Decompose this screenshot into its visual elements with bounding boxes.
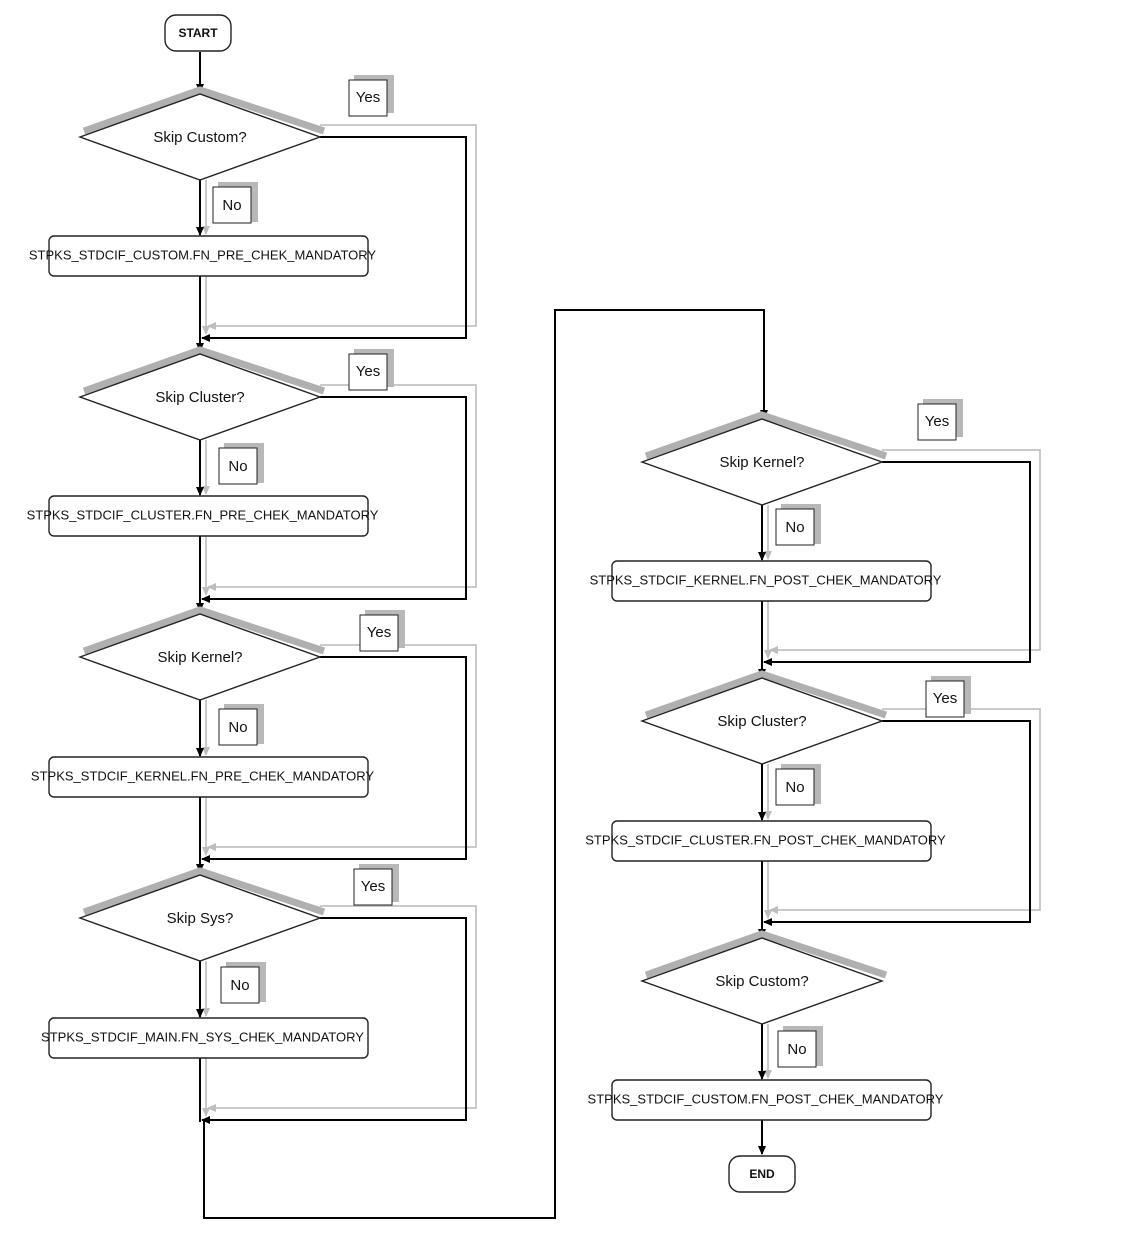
no-label-box-1 [218,447,258,485]
decision-diamond-3 [77,874,323,962]
yes-bypass-1 [201,396,467,603]
yes-bypass-5 [763,720,1031,926]
process-box-2 [48,756,369,798]
yes-label-5: Yes [933,690,957,707]
yes-label-4: Yes [925,413,949,430]
decision-shadow-4 [644,411,888,460]
shapes: START END Skip Custom? STPKS_STDCIF_CUSTOM.… [27,14,971,1193]
decision-shadow-0 [82,86,326,135]
yes-label-box-0 [348,79,388,117]
ghost-yes-line-4 [769,449,1041,654]
yes-bypass-2 [201,656,467,863]
decision-label-6: Skip Custom? [715,973,808,990]
yes-bypass-4 [763,461,1031,666]
decision-diamond-5 [639,677,885,765]
decision-shadow-5 [644,670,888,719]
decision-label-2: Skip Kernel? [157,649,242,666]
start-terminal-shape [164,14,232,52]
decision-shadow-1 [82,346,326,395]
column-transfer-line [203,309,768,1219]
decision-diamond-0 [77,93,323,181]
no-label-box-0 [212,186,252,224]
end-terminal-shape [728,1155,796,1193]
yes-label-3: Yes [361,878,385,895]
no-label-1: No [228,458,247,475]
no-label-box-6 [777,1030,817,1068]
decision-label-1: Skip Cluster? [155,389,244,406]
process-box-1 [48,495,369,537]
process-label-4: STPKS_STDCIF_KERNEL.FN_POST_CHEK_MANDATO… [590,572,942,587]
process-label-6: STPKS_STDCIF_CUSTOM.FN_POST_CHEK_MANDATO… [588,1091,944,1106]
process-box-0 [48,235,369,277]
no-label-box-3 [220,966,260,1004]
no-label-4: No [785,519,804,536]
decision-label-5: Skip Cluster? [717,713,806,730]
process-label-5: STPKS_STDCIF_CLUSTER.FN_POST_CHEK_MANDAT… [585,832,946,847]
process-label-0: STPKS_STDCIF_CUSTOM.FN_PRE_CHEK_MANDATOR… [29,247,377,262]
no-label-5: No [785,779,804,796]
decision-diamond-2 [77,613,323,701]
no-label-box-4 [775,508,815,546]
no-label-2: No [228,719,247,736]
decision-diamond-1 [77,353,323,441]
yes-label-box-1 [348,353,388,391]
decision-shadow-6 [644,930,888,979]
yes-bypass-0 [201,136,467,342]
process-box-5 [611,820,932,862]
no-label-3: No [230,977,249,994]
yes-label-box-2 [359,614,399,652]
yes-label-1: Yes [356,363,380,380]
yes-label-box-4 [917,403,957,441]
decision-label-3: Skip Sys? [167,910,234,927]
process-box-6 [611,1079,932,1121]
process-label-3: STPKS_STDCIF_MAIN.FN_SYS_CHEK_MANDATORY [41,1029,364,1044]
connectors [196,52,1041,1219]
ghost-yes-line-0 [207,124,477,330]
ghost-yes-line-3 [207,905,477,1112]
yes-label-0: Yes [356,89,380,106]
yes-label-box-3 [353,868,393,906]
decision-diamond-6 [639,937,885,1025]
decision-shadow-3 [82,867,326,916]
process-box-4 [611,560,932,602]
no-label-6: No [787,1041,806,1058]
process-label-1: STPKS_STDCIF_CLUSTER.FN_PRE_CHEK_MANDATO… [27,507,379,522]
ghost-yes-line-1 [207,384,477,591]
yes-label-2: Yes [367,624,391,641]
process-label-2: STPKS_STDCIF_KERNEL.FN_PRE_CHEK_MANDATOR… [31,768,374,783]
no-label-box-2 [218,708,258,746]
yes-label-box-5 [925,680,965,718]
decision-label-0: Skip Custom? [153,129,246,146]
decision-shadow-2 [82,606,326,655]
process-box-3 [48,1017,369,1059]
no-label-0: No [222,197,241,214]
start-terminal-label: START [178,26,218,40]
decision-diamond-4 [639,418,885,506]
end-terminal-label: END [749,1167,775,1181]
decision-label-4: Skip Kernel? [719,454,804,471]
no-label-box-5 [775,768,815,806]
yes-bypass-3 [201,917,467,1124]
